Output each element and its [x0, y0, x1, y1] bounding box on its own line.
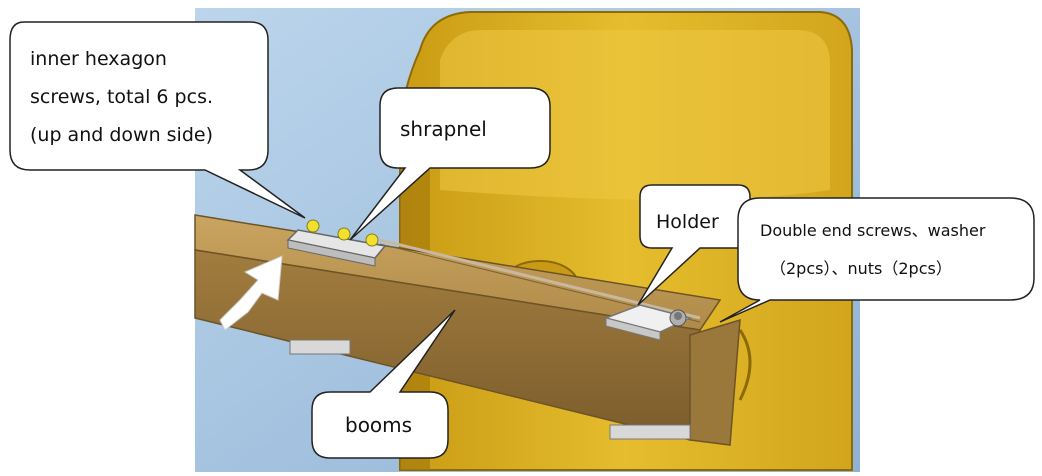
- svg-text:Double end screws、washer: Double end screws、washer （2pcs）、nuts（2pc…: [760, 221, 991, 278]
- direction-arrow-icon: [219, 255, 283, 331]
- callout-screws: inner hexagon screws, total 6 pcs. (up a…: [9, 21, 306, 219]
- screw-icon: [306, 219, 320, 233]
- svg-text:inner hexagon screws, to: inner hexagon screws, total 6 pcs. (up a…: [30, 48, 219, 146]
- callout-screws-line2: screws, total 6 pcs.: [30, 86, 213, 108]
- callout-double-end-line2: （2pcs）、nuts（2pcs）: [770, 259, 952, 278]
- callout-shrapnel-label: shrapnel: [400, 117, 487, 141]
- callout-booms: booms: [311, 309, 456, 459]
- callout-screws-line1: inner hexagon: [30, 48, 167, 70]
- callout-double-end-line1: Double end screws、washer: [760, 221, 986, 240]
- callout-double-end: Double end screws、washer （2pcs）、nuts（2pc…: [719, 197, 1035, 323]
- holder-bracket: [603, 304, 693, 341]
- screw-icon: [365, 233, 379, 247]
- callout-screws-line3: (up and down side): [30, 124, 213, 146]
- callout-booms-label: booms: [345, 413, 412, 437]
- screw-icon: [337, 227, 351, 241]
- callout-shrapnel: shrapnel: [349, 87, 551, 241]
- callout-holder-label: Holder: [656, 211, 719, 233]
- callout-holder: Holder: [637, 184, 751, 306]
- shrapnel-plate: [286, 219, 387, 267]
